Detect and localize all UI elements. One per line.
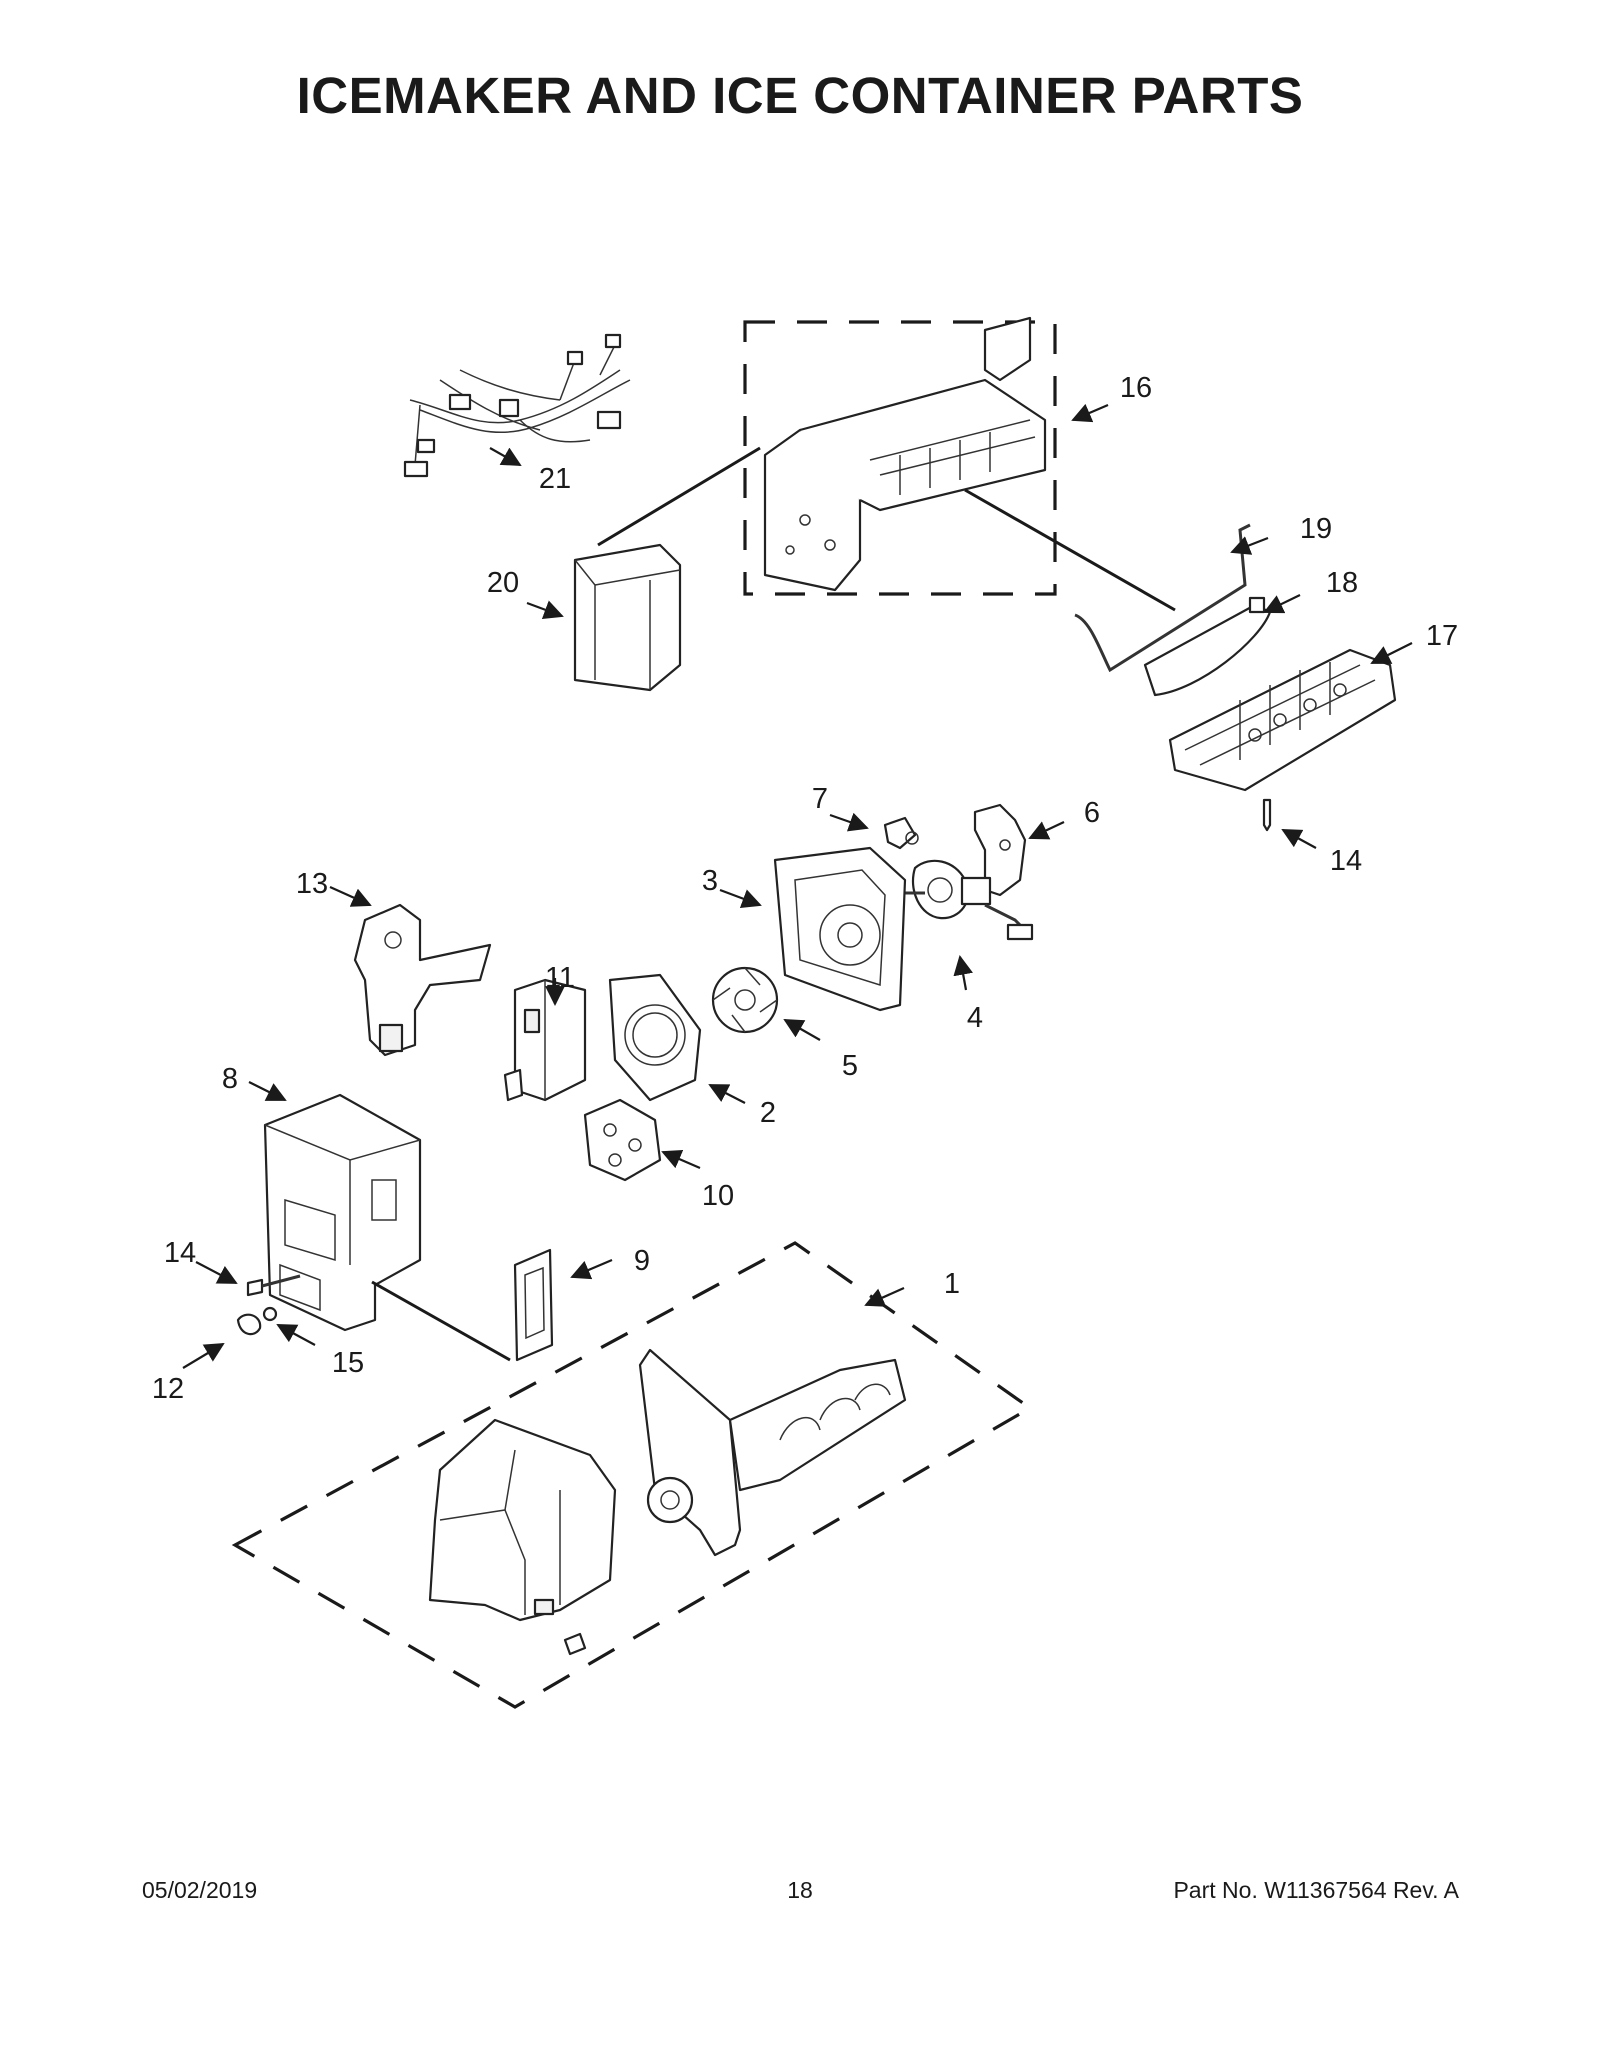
footer-date: 05/02/2019 xyxy=(142,1877,258,1903)
auger-motor-part xyxy=(583,1098,662,1182)
callout-14-upper: 14 xyxy=(1330,845,1362,877)
ice-container-box xyxy=(231,1241,1033,1709)
leader-1 xyxy=(864,1286,905,1307)
switch-housing-part xyxy=(503,978,587,1102)
callout-labels: 21 20 16 19 18 17 14 7 6 3 4 5 13 11 2 1… xyxy=(152,372,1458,1405)
bail-arm-part xyxy=(1074,523,1251,673)
callout-9: 9 xyxy=(634,1245,650,1277)
footer-page-number: 18 xyxy=(787,1877,813,1903)
icemaker-assembly-box xyxy=(743,320,1057,596)
fan-blade-part xyxy=(711,966,779,1034)
leader-21 xyxy=(489,447,522,466)
leader-3 xyxy=(719,888,762,909)
leader-5 xyxy=(783,1019,821,1041)
page-title: ICEMAKER AND ICE CONTAINER PARTS xyxy=(296,67,1304,124)
callout-5: 5 xyxy=(842,1050,858,1082)
leader-16 xyxy=(1071,403,1109,423)
callout-8: 8 xyxy=(222,1063,238,1095)
leader-18 xyxy=(1263,594,1301,614)
callout-21: 21 xyxy=(539,463,571,495)
retainer-clip-part xyxy=(236,1313,262,1336)
leader-15 xyxy=(276,1324,316,1346)
fan-grille-part xyxy=(608,973,702,1102)
callout-17: 17 xyxy=(1426,620,1458,652)
icemaker-cover-part xyxy=(573,543,682,692)
cover-connector-line xyxy=(597,446,761,547)
leader-7 xyxy=(829,812,869,832)
leader-8 xyxy=(248,1081,287,1101)
fan-housing-part xyxy=(773,846,907,1012)
callout-2: 2 xyxy=(760,1097,776,1129)
bezel-connector-line xyxy=(371,1280,511,1362)
footer-part-number: Part No. W11367564 Rev. A xyxy=(1173,1877,1459,1903)
leader-2 xyxy=(708,1084,746,1104)
callout-10: 10 xyxy=(702,1180,734,1212)
callout-6: 6 xyxy=(1084,797,1100,829)
screw-part-upper xyxy=(1262,798,1272,832)
leader-19 xyxy=(1230,536,1269,555)
callout-4: 4 xyxy=(967,1002,983,1034)
leader-20 xyxy=(526,600,564,620)
leader-4 xyxy=(953,955,973,991)
washer-part xyxy=(262,1306,278,1322)
ice-mold-part xyxy=(1168,648,1397,792)
ice-container-part xyxy=(428,1348,907,1656)
callout-20: 20 xyxy=(487,567,519,599)
leader-13 xyxy=(329,885,372,907)
screw-part-lower xyxy=(246,1278,264,1297)
icemaker-assembly-part xyxy=(763,316,1047,592)
callout-13: 13 xyxy=(296,868,328,900)
callout-19: 19 xyxy=(1300,513,1332,545)
leader-lines xyxy=(182,403,1413,1369)
bezel-part xyxy=(513,1248,554,1362)
screw-shaft xyxy=(261,1274,301,1288)
leader-9 xyxy=(570,1258,613,1280)
leader-17 xyxy=(1370,642,1413,664)
callout-1: 1 xyxy=(944,1268,960,1300)
callout-12: 12 xyxy=(152,1373,184,1405)
bail-connector-line xyxy=(964,488,1176,612)
ice-chute-door-part xyxy=(353,903,492,1057)
shield-part xyxy=(1143,596,1272,697)
leader-10 xyxy=(661,1149,701,1170)
leader-14-lower xyxy=(195,1261,238,1284)
callout-18: 18 xyxy=(1326,567,1358,599)
leader-6 xyxy=(1028,821,1065,840)
callout-3: 3 xyxy=(702,865,718,897)
bracket-part xyxy=(973,803,1027,897)
callout-11: 11 xyxy=(545,962,575,994)
callout-14-lower: 14 xyxy=(164,1237,196,1269)
fan-motor-part xyxy=(905,859,1034,941)
callout-7: 7 xyxy=(812,783,828,815)
callout-15: 15 xyxy=(332,1347,364,1379)
callout-16: 16 xyxy=(1120,372,1152,404)
leader-14-upper xyxy=(1281,829,1317,849)
wire-harness-part xyxy=(403,333,631,478)
clip-part xyxy=(883,816,919,850)
leader-12 xyxy=(182,1342,225,1369)
